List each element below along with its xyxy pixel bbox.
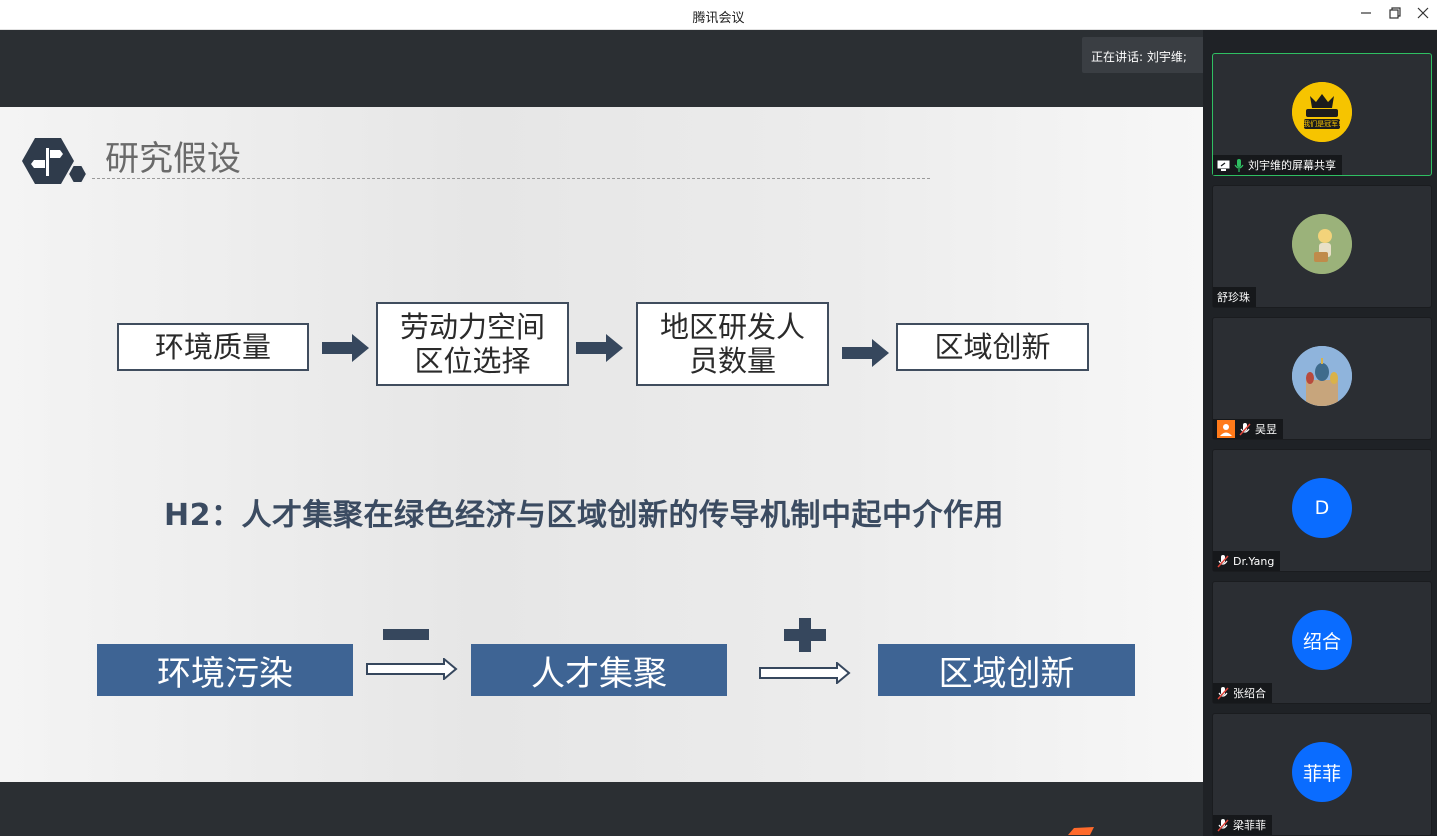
building-avatar xyxy=(1292,346,1352,406)
participant-name: 吴昱 xyxy=(1255,423,1277,436)
participant-name: 刘宇维的屏幕共享 xyxy=(1248,159,1336,172)
letter-avatar: 绍合 xyxy=(1292,610,1352,670)
mic-on-icon xyxy=(1234,158,1244,172)
blue-box-regional-innovation: 区域创新 xyxy=(878,644,1135,696)
participant-name-tag: 梁菲菲 xyxy=(1213,815,1272,835)
minimize-button[interactable] xyxy=(1355,4,1377,26)
participant-name-tag: 吴昱 xyxy=(1213,419,1283,439)
host-icon xyxy=(1217,420,1235,438)
presentation-slide: 研究假设 环境质量 劳动力空间 区位选择 地区研发人 员数量 区域创新 H2：人… xyxy=(0,107,1203,782)
participant-name: Dr.Yang xyxy=(1233,554,1275,568)
participant-tile-shuzhenzhu[interactable]: 舒珍珠 xyxy=(1212,185,1432,308)
shared-screen-area: 研究假设 环境质量 劳动力空间 区位选择 地区研发人 员数量 区域创新 H2：人… xyxy=(0,30,1203,836)
blue-box-talent-agglomeration: 人才集聚 xyxy=(471,644,727,696)
mic-muted-icon xyxy=(1217,686,1229,700)
mic-muted-icon xyxy=(1217,818,1229,832)
cathedral-icon xyxy=(1292,346,1352,406)
logo-text: 我们是冠军! xyxy=(1303,119,1341,128)
letter-avatar: D xyxy=(1292,478,1352,538)
double-arrow-icon xyxy=(759,662,851,684)
screen-share-icon xyxy=(1217,160,1230,171)
signpost-hexagon-icon xyxy=(22,138,89,184)
letter-avatar: 菲菲 xyxy=(1292,742,1352,802)
participant-tile-zhangshaohe[interactable]: 绍合 张绍合 xyxy=(1212,581,1432,704)
plus-sign-icon xyxy=(784,618,826,652)
flow-box-regional-innovation: 区域创新 xyxy=(896,323,1089,371)
hypothesis-text: H2：人才集聚在绿色经济与区域创新的传导机制中起中介作用 xyxy=(164,498,1004,533)
toolbar-handle-icon[interactable] xyxy=(1066,826,1096,836)
flow-arrow-icon xyxy=(576,334,623,362)
participant-name-tag: 张绍合 xyxy=(1213,683,1272,703)
window-titlebar: 腾讯会议 xyxy=(0,0,1437,30)
flow-arrow-icon xyxy=(842,339,889,367)
participant-name: 张绍合 xyxy=(1233,687,1266,700)
participant-name: 梁菲菲 xyxy=(1233,819,1266,832)
cartoon-girl-icon xyxy=(1292,214,1352,274)
participant-tile-screen-share[interactable]: 我们是冠军! 刘宇维的屏幕共享 xyxy=(1212,53,1432,176)
participant-tile-dryang[interactable]: D Dr.Yang xyxy=(1212,449,1432,572)
mic-muted-icon xyxy=(1217,554,1229,568)
flow-box-environment-quality: 环境质量 xyxy=(117,323,309,371)
participant-name-tag: 舒珍珠 xyxy=(1213,287,1256,307)
participant-name-tag: 刘宇维的屏幕共享 xyxy=(1213,155,1342,175)
cartoon-avatar xyxy=(1292,214,1352,274)
participant-name-tag: Dr.Yang xyxy=(1213,551,1281,571)
speaking-text: 正在讲话: 刘宇维; xyxy=(1091,50,1187,64)
close-button[interactable] xyxy=(1412,4,1434,26)
flow-arrow-icon xyxy=(322,334,369,362)
flow-box-rd-personnel: 地区研发人 员数量 xyxy=(636,302,829,386)
trophy-logo-icon: 我们是冠军! xyxy=(1292,82,1352,142)
slide-title: 研究假设 xyxy=(105,139,241,179)
window-title: 腾讯会议 xyxy=(692,11,745,26)
participant-tile-liangfeifei[interactable]: 菲菲 梁菲菲 xyxy=(1212,713,1432,836)
restore-button[interactable] xyxy=(1384,4,1406,26)
participant-tile-wuyu[interactable]: 吴昱 xyxy=(1212,317,1432,440)
participant-name: 舒珍珠 xyxy=(1217,291,1250,304)
mic-muted-icon xyxy=(1239,422,1251,436)
logo-avatar: 我们是冠军! xyxy=(1292,82,1352,142)
title-divider xyxy=(92,178,930,179)
participants-panel: 我们是冠军! 刘宇维的屏幕共享 舒珍珠 xyxy=(1203,30,1437,836)
flow-box-labor-location: 劳动力空间 区位选择 xyxy=(376,302,569,386)
minus-sign-icon xyxy=(383,629,429,640)
minimize-icon xyxy=(1361,12,1371,14)
restore-icon xyxy=(1389,7,1401,19)
close-icon xyxy=(1417,7,1429,19)
double-arrow-icon xyxy=(366,658,458,680)
blue-box-environmental-pollution: 环境污染 xyxy=(97,644,353,696)
